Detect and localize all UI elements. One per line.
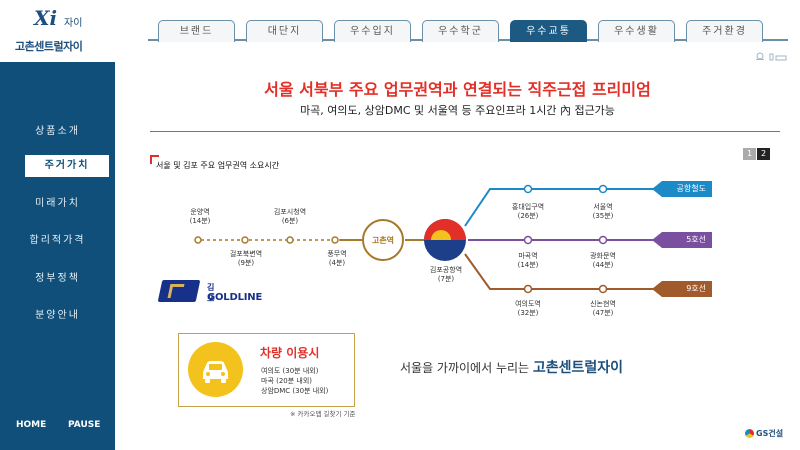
- airport-railroad-line: [464, 188, 680, 227]
- line-tag-5: 5호선: [652, 232, 712, 248]
- brand-logo[interactable]: Xi 자이 고촌센트럴자이: [0, 0, 115, 62]
- top-bar: Xi 자이 고촌센트럴자이 브랜드 대단지 우수입지 우수학군 우수교통 우수생…: [0, 0, 800, 62]
- station-dot-gimpo-city-hall: [286, 236, 294, 244]
- station-dot-hongdae: [523, 184, 533, 194]
- station-label-gimpo-city-hall: 김포시청역(6분): [273, 208, 307, 225]
- sidebar-item-sales[interactable]: 분양안내: [35, 310, 80, 321]
- station-label-unyang: 운양역(14분): [189, 208, 211, 225]
- page-1-button[interactable]: 1: [743, 148, 756, 160]
- line-9-path: [464, 253, 680, 290]
- station-label-gwanghwamun: 광화문역(44분): [590, 252, 616, 269]
- station-label-hongdae: 홍대입구역(26분): [511, 203, 545, 220]
- xi-logo-mark: Xi: [34, 6, 58, 30]
- tab-location[interactable]: 우수입지: [334, 20, 411, 42]
- goldline-logo-bottom: GOLDLINE: [207, 292, 263, 303]
- line-tag-airport: 공항철도: [652, 181, 712, 197]
- gs-logo-icon: [745, 429, 754, 438]
- car-item-magok: 마곡 (20분 내외): [261, 377, 313, 385]
- tab-school[interactable]: 우수학군: [422, 20, 499, 42]
- page-subtitle: 마곡, 여의도, 상암DMC 및 서울역 등 주요인프라 1시간 內 접근가능: [300, 104, 615, 117]
- car-item-yeouido: 여의도 (30분 내외): [261, 367, 319, 375]
- station-label-pungmu: 풍무역(4분): [327, 250, 347, 267]
- station-label-magok: 마곡역(14분): [517, 252, 539, 269]
- goldline-logo-top: 김포: [207, 283, 215, 303]
- gochon-station-label: 고촌역: [371, 236, 395, 245]
- section-bracket-icon: [150, 155, 159, 164]
- slogan-prefix: 서울을 가까이에서 누리는: [400, 361, 530, 375]
- station-label-geolpo: 걸포북변역(9분): [229, 250, 263, 267]
- station-label-gimpo-airport: 김포공항역(7분): [429, 266, 463, 283]
- tab-transport[interactable]: 우수교통: [510, 20, 587, 42]
- gs-logo-text: GS건설: [756, 429, 784, 438]
- station-dot-pungmu: [331, 236, 339, 244]
- page-title: 서울 서북부 주요 업무권역과 연결되는 직주근접 프리미엄: [264, 80, 651, 99]
- tab-brand[interactable]: 브랜드: [158, 20, 235, 42]
- car-footnote: ※ 카카오맵 길찾기 기준: [290, 410, 356, 418]
- sidebar-item-price[interactable]: 합리적가격: [29, 235, 86, 246]
- home-button[interactable]: HOME: [16, 420, 47, 430]
- tab-living[interactable]: 우수생활: [598, 20, 675, 42]
- station-dot-seoul: [598, 184, 608, 194]
- pause-button[interactable]: PAUSE: [68, 420, 101, 430]
- tab-large-complex[interactable]: 대단지: [246, 20, 323, 42]
- station-label-yeouido: 여의도역(32분): [515, 300, 541, 317]
- apartment-name: 고촌센트럴자이: [15, 40, 83, 53]
- station-dot-gwanghwamun: [598, 235, 608, 245]
- goldline-mark-icon: [157, 280, 201, 302]
- slogan-name: 고촌센트럴자이: [532, 360, 624, 376]
- sidebar-item-product[interactable]: 상품소개: [35, 126, 80, 137]
- station-label-seoul: 서울역(35분): [592, 203, 614, 220]
- station-dot-unyang: [194, 236, 202, 244]
- station-dot-sinnonhyeon: [598, 284, 608, 294]
- line-tag-9: 9호선: [652, 281, 712, 297]
- sidebar-item-future-value[interactable]: 미래가치: [35, 198, 80, 209]
- title-divider: [150, 131, 780, 132]
- station-dot-magok: [523, 235, 533, 245]
- skyline-decoration-icon: [700, 50, 792, 62]
- sidebar-item-policy[interactable]: 정부정책: [35, 273, 80, 284]
- sidebar-item-residential-value[interactable]: 주거가치: [25, 155, 109, 177]
- page-2-button[interactable]: 2: [757, 148, 770, 160]
- station-dot-geolpo: [241, 236, 249, 244]
- slogan: 서울을 가까이에서 누리는 고촌센트럴자이: [400, 357, 623, 377]
- sidebar: [0, 62, 115, 450]
- hub-taegeuk-yellow: [431, 230, 451, 240]
- car-title: 차량 이용시: [260, 346, 320, 360]
- gs-logo: GS건설: [745, 428, 783, 439]
- xi-logo-word: 자이: [64, 18, 83, 29]
- tab-environment[interactable]: 주거환경: [686, 20, 763, 42]
- section-title: 서울 및 김포 주요 업무권역 소요시간: [156, 161, 280, 170]
- station-label-sinnonhyeon: 신논현역(47분): [590, 300, 616, 317]
- car-item-dmc: 상암DMC (30분 내외): [261, 387, 329, 395]
- station-dot-yeouido: [523, 284, 533, 294]
- car-icon: [188, 342, 243, 397]
- gochon-station-circle: [362, 219, 404, 261]
